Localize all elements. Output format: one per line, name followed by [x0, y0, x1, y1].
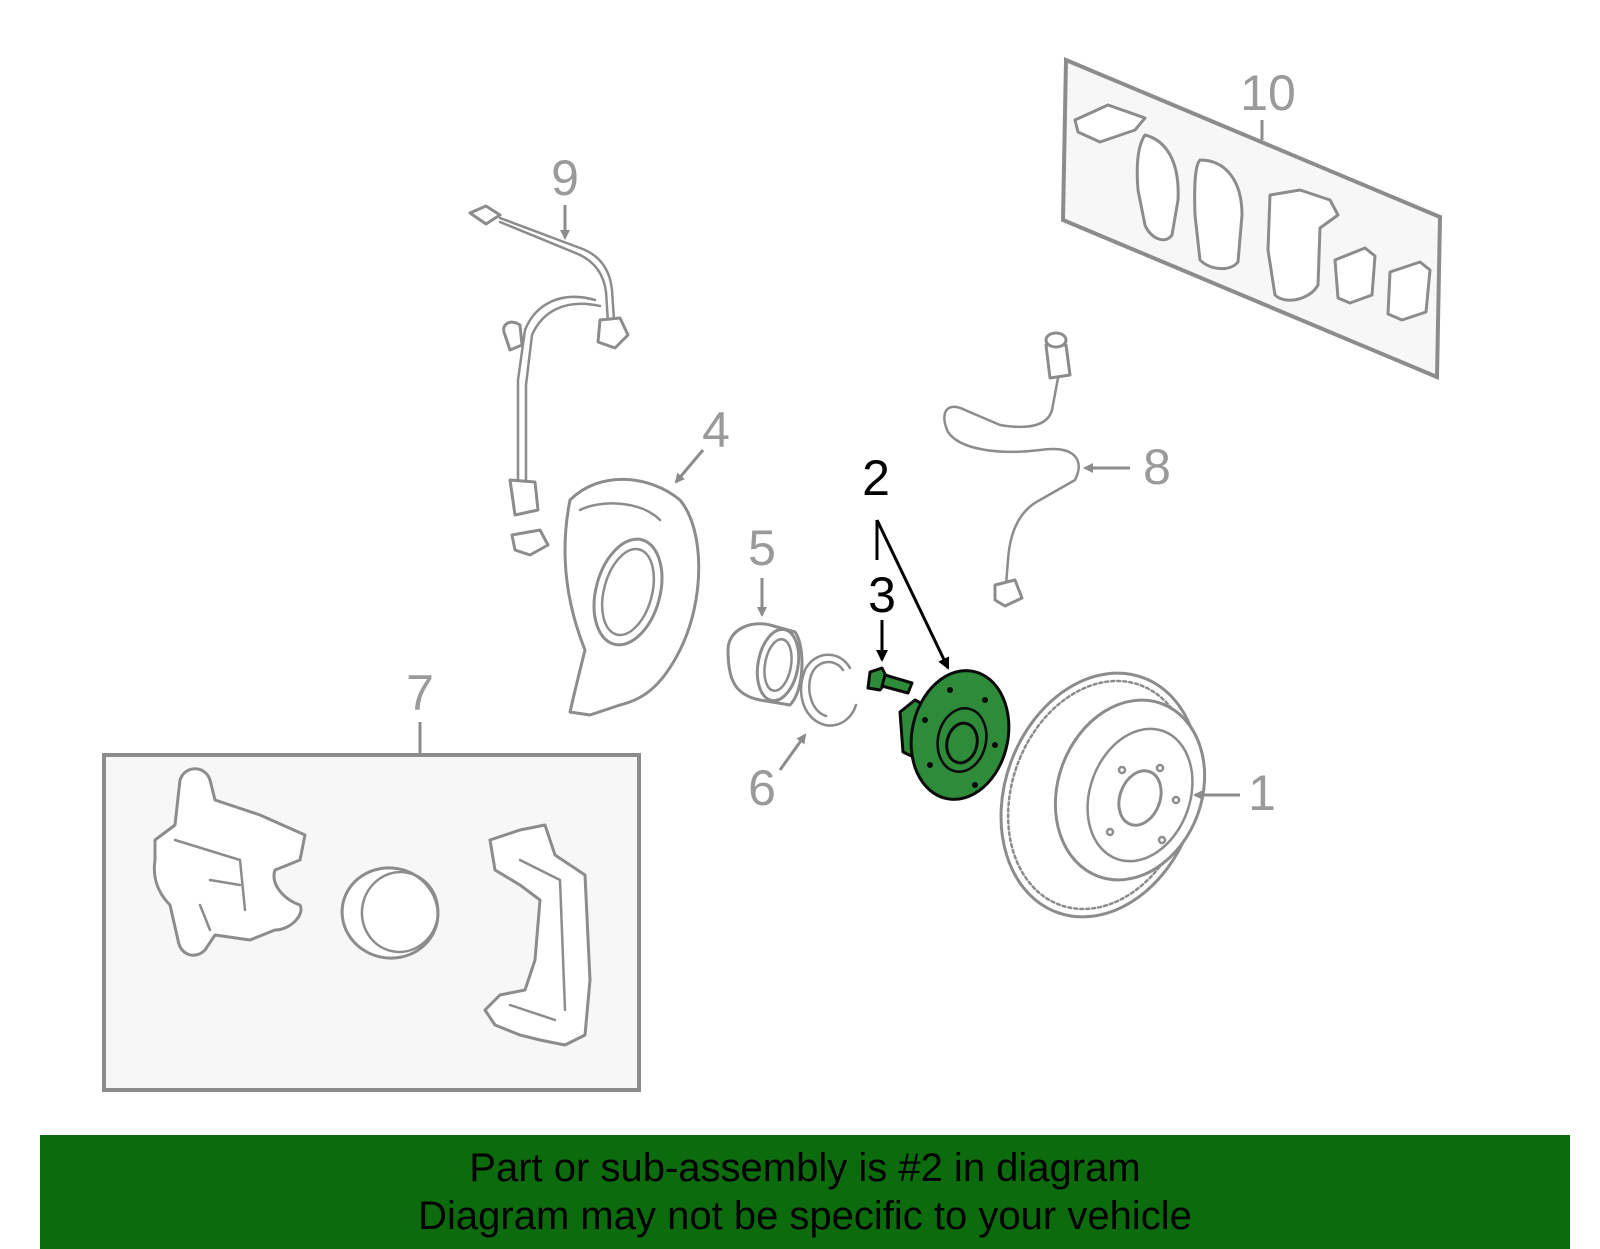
- leader-6: [778, 733, 807, 771]
- leader-4: [674, 449, 705, 484]
- callout-4: 4: [702, 402, 730, 458]
- caliper-kit-box[interactable]: [102, 753, 641, 1092]
- snap-ring[interactable]: [799, 653, 858, 727]
- banner-line-1: Part or sub-assembly is #2 in diagram: [469, 1146, 1141, 1190]
- wheel-hub-assembly[interactable]: [898, 661, 1021, 808]
- callout-2: 2: [862, 450, 890, 506]
- callout-7: 7: [406, 665, 434, 721]
- callout-1: 1: [1248, 765, 1276, 821]
- callout-3: 3: [868, 567, 896, 623]
- wheel-bearing[interactable]: [726, 622, 804, 707]
- abs-sensor-harness[interactable]: [468, 204, 630, 557]
- brake-splash-shield[interactable]: [563, 477, 701, 717]
- hub-bolt[interactable]: [866, 666, 914, 695]
- callout-8: 8: [1143, 439, 1171, 495]
- leader-2b: [875, 519, 950, 670]
- callout-6: 6: [748, 760, 776, 816]
- callout-5: 5: [748, 520, 776, 576]
- info-banner: Part or sub-assembly is #2 in diagram Di…: [40, 1135, 1570, 1249]
- brake-pad-kit-box[interactable]: [1060, 57, 1443, 380]
- brake-rotor[interactable]: [968, 645, 1232, 945]
- banner-line-2: Diagram may not be specific to your vehi…: [418, 1194, 1192, 1238]
- callout-9: 9: [551, 150, 579, 206]
- callout-10: 10: [1240, 65, 1296, 121]
- brake-hose[interactable]: [943, 331, 1080, 608]
